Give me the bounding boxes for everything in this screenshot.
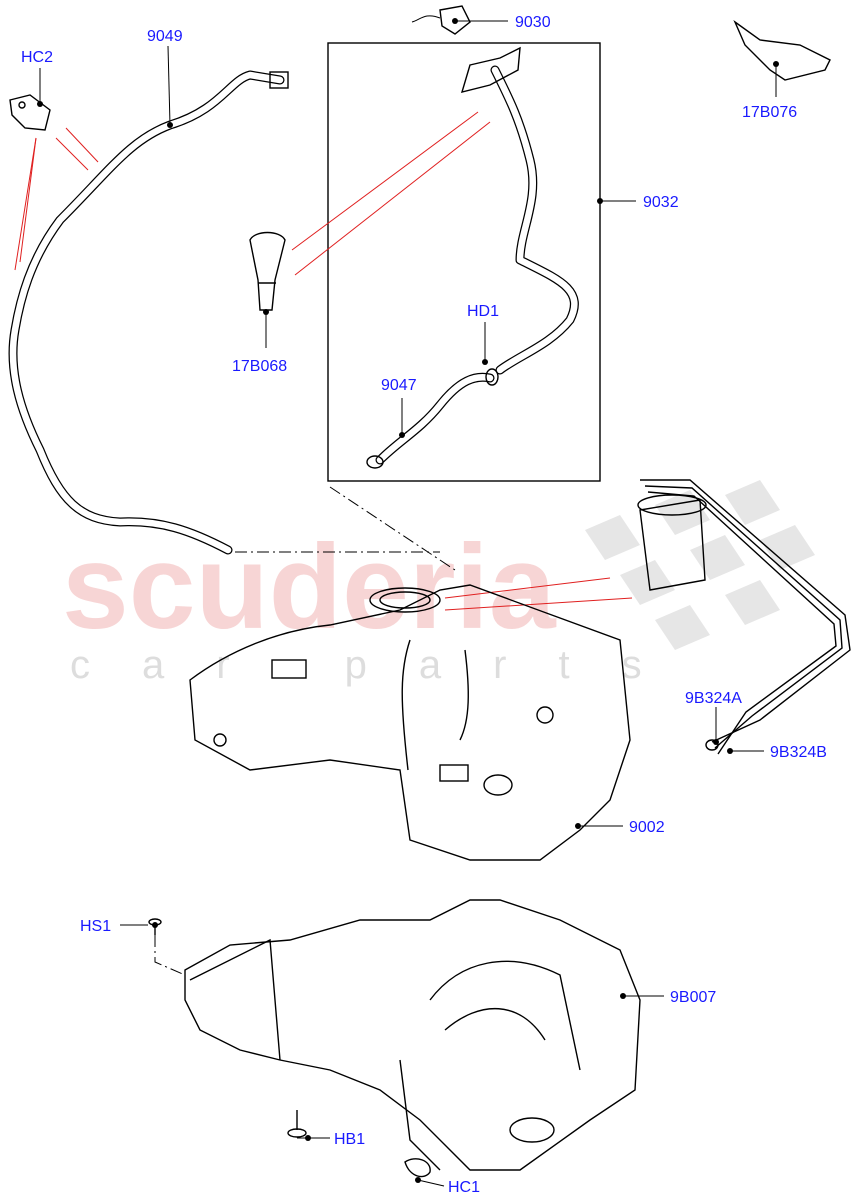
label-9002[interactable]: 9002 bbox=[629, 819, 665, 836]
label-9049[interactable]: 9049 bbox=[147, 28, 183, 45]
label-9b007[interactable]: 9B007 bbox=[670, 989, 716, 1006]
part-hc2-clip[interactable] bbox=[9, 94, 51, 131]
red-leader-lines-hc2 bbox=[14, 127, 99, 271]
part-hb1-bolt[interactable] bbox=[287, 1110, 307, 1138]
callout-dots bbox=[37, 18, 779, 1183]
callout-leaders bbox=[39, 20, 777, 1187]
part-17b076-strip[interactable] bbox=[733, 19, 831, 81]
part-hc1-clip[interactable] bbox=[404, 1158, 431, 1178]
label-hb1[interactable]: HB1 bbox=[334, 1131, 365, 1148]
part-fuel-pump-lines[interactable] bbox=[637, 479, 851, 755]
label-hs1[interactable]: HS1 bbox=[80, 918, 111, 935]
assembly-box bbox=[327, 42, 601, 482]
label-9032[interactable]: 9032 bbox=[643, 194, 679, 211]
label-9047[interactable]: 9047 bbox=[381, 377, 417, 394]
red-leader-lines-funnel bbox=[291, 111, 491, 276]
label-hc2[interactable]: HC2 bbox=[21, 49, 53, 66]
label-hc1[interactable]: HC1 bbox=[448, 1179, 480, 1196]
callout-labels: HC2 9049 9030 17B076 9032 17B068 HD1 904… bbox=[21, 14, 827, 1196]
label-17b076[interactable]: 17B076 bbox=[742, 104, 797, 121]
part-9002-fuel-tank[interactable] bbox=[189, 584, 631, 861]
checkered-flag-logo bbox=[585, 480, 815, 650]
part-9032-filler-neck[interactable] bbox=[460, 46, 579, 375]
part-9030-fuel-cap[interactable] bbox=[411, 5, 471, 35]
part-17b068-funnel[interactable] bbox=[249, 231, 286, 311]
label-17b068[interactable]: 17B068 bbox=[232, 358, 287, 375]
part-9047-hose[interactable] bbox=[366, 368, 499, 469]
label-9b324a[interactable]: 9B324A bbox=[685, 690, 742, 707]
part-9049-hose[interactable] bbox=[8, 70, 289, 555]
watermark-sub: car parts bbox=[70, 643, 694, 687]
label-9030[interactable]: 9030 bbox=[515, 14, 551, 31]
part-9b007-heat-shield[interactable] bbox=[184, 899, 641, 1171]
label-9b324b[interactable]: 9B324B bbox=[770, 744, 827, 761]
watermark: scuderia car parts bbox=[62, 480, 815, 687]
watermark-brand: scuderia bbox=[62, 520, 557, 654]
assembly-lines bbox=[154, 486, 456, 976]
label-hd1[interactable]: HD1 bbox=[467, 303, 499, 320]
red-leader-lines-pump bbox=[444, 577, 633, 611]
